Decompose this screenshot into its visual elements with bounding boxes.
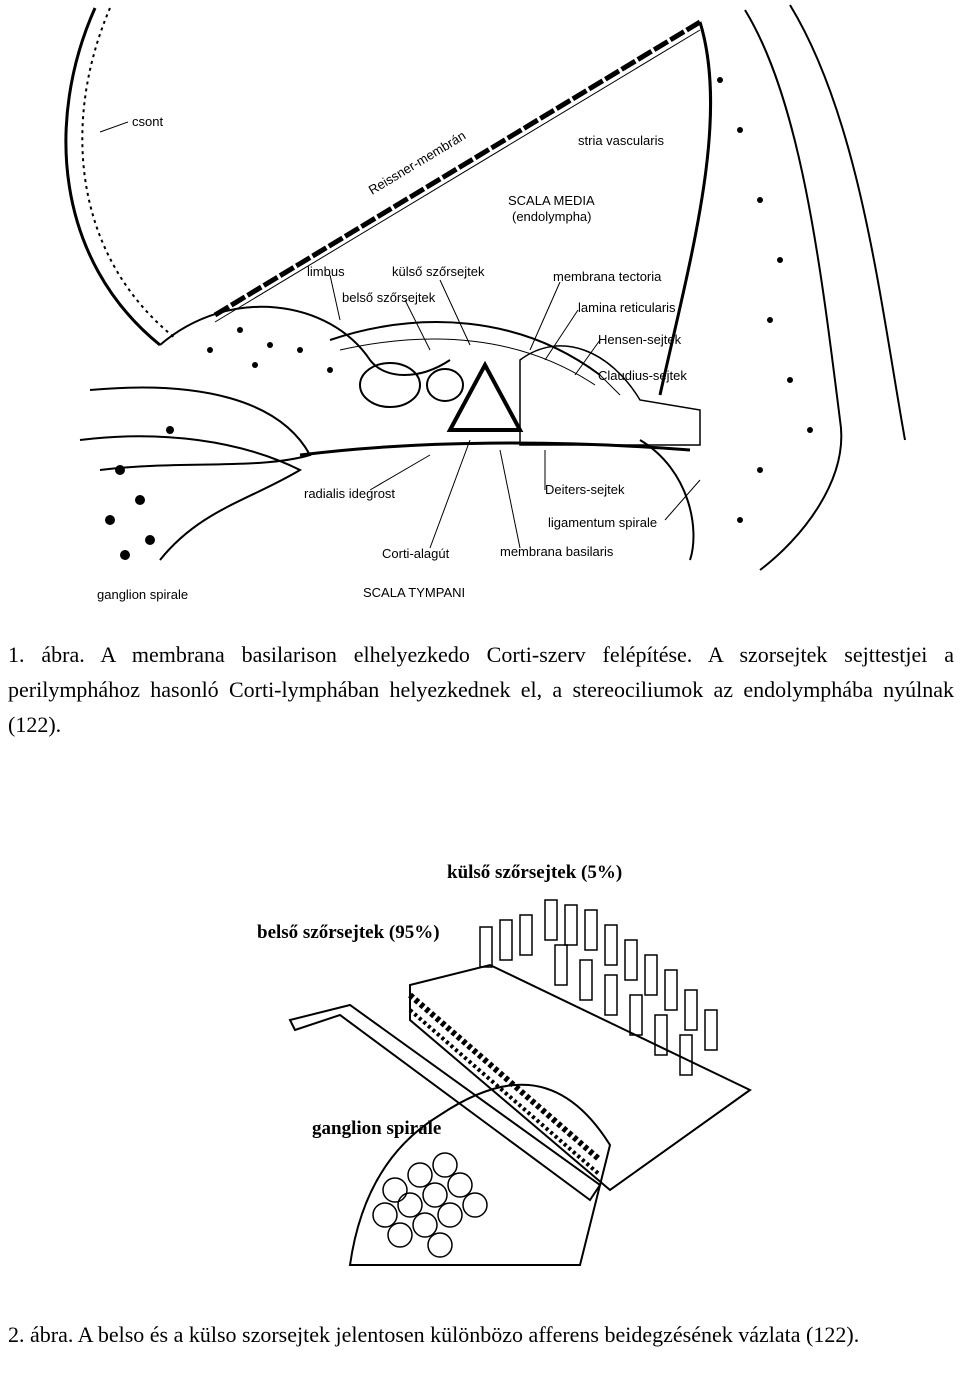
limbus <box>159 305 451 376</box>
label-belso: belső szőrsejtek <box>342 290 436 305</box>
nerve-bundle <box>348 1083 612 1266</box>
label-kulso: külső szőrsejtek <box>392 264 485 279</box>
label-limbus: limbus <box>307 264 345 279</box>
label-endolympha: (endolympha) <box>512 209 592 224</box>
label-ganglion-spirale: ganglion spirale <box>312 1118 441 1139</box>
tectorial-membrane <box>329 321 601 376</box>
label-radialis: radialis idegrost <box>304 486 395 501</box>
label-reissner: Reissner-membrán <box>366 128 468 198</box>
corti-tunnel <box>446 360 524 432</box>
label-ligamentum: ligamentum spirale <box>548 515 657 530</box>
bony-plate <box>288 1003 602 1202</box>
label-kulso-szorsejtek: külső szőrsejtek (5%) <box>447 862 622 883</box>
bone-wall <box>64 7 161 347</box>
label-scala-media: SCALA MEDIA <box>508 193 595 208</box>
label-csont: csont <box>132 114 163 129</box>
corti-organ-diagram: csont Reissner-membrán stria vascularis … <box>64 4 906 602</box>
label-belso-szorsejtek: belső szőrsejtek (95%) <box>257 922 440 943</box>
lateral-wall <box>658 21 713 396</box>
label-hensen: Hensen-sejtek <box>598 332 682 347</box>
label-claudius: Claudius-sejtek <box>598 368 687 383</box>
label-stria: stria vascularis <box>578 133 664 148</box>
label-corti-alagut: Corti-alagút <box>382 546 450 561</box>
innervation-diagram: külső szőrsejtek (5%) belső szőrsejtek (… <box>257 862 752 1266</box>
label-lamina: lamina reticularis <box>578 300 676 315</box>
label-ganglion: ganglion spirale <box>97 587 188 602</box>
figure-2-caption: 2. ábra. A belso és a külso szorsejtek j… <box>8 1322 860 1347</box>
label-deiters: Deiters-sejtek <box>545 482 625 497</box>
label-tectoria: membrana tectoria <box>553 269 662 284</box>
basilar-membrane <box>299 441 691 457</box>
label-tympani: SCALA TYMPANI <box>363 585 465 600</box>
label-basilaris: membrana basilaris <box>500 544 614 559</box>
figure-1-caption: 1. ábra. A membrana basilarison elhelyez… <box>8 642 954 737</box>
organ-block <box>409 963 752 1192</box>
osseous-lamina <box>89 386 312 471</box>
